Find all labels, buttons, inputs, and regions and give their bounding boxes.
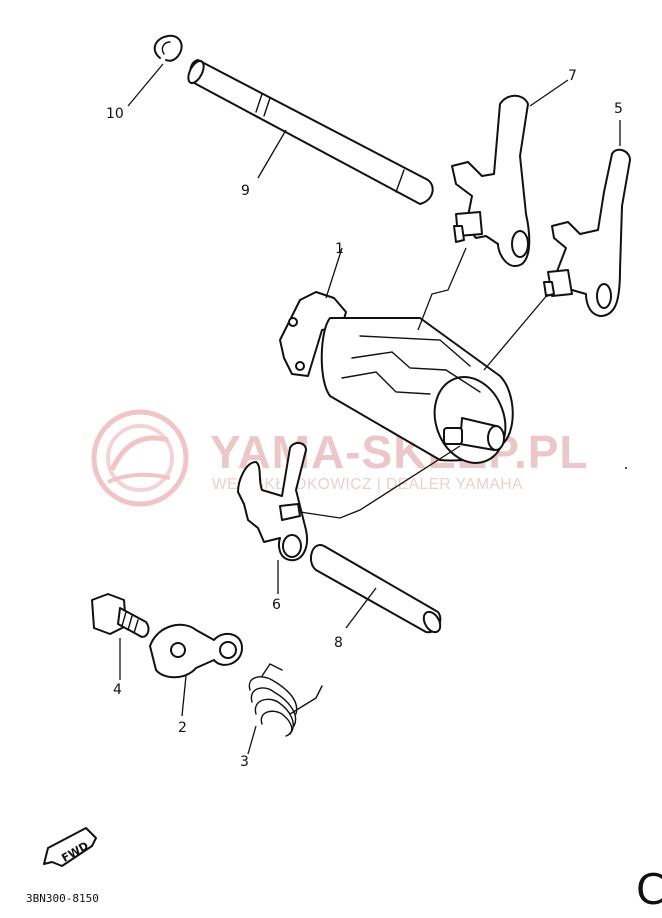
part-4-bolt [91, 593, 150, 680]
part-9-guide-bar [187, 59, 434, 205]
callout-8: 8 [334, 635, 343, 651]
callout-10: 10 [106, 106, 124, 122]
speck [625, 467, 627, 469]
callout-1: 1 [335, 241, 344, 257]
watermark: YAMA-SKLEP.PL WEB SKŁADKOWICZ | DEALER Y… [91, 409, 588, 507]
part-2-stopper-lever [149, 623, 243, 717]
callout-2: 2 [178, 720, 187, 736]
part-5-shift-fork [543, 120, 631, 317]
part-3-spring [247, 663, 323, 755]
callout-4: 4 [113, 682, 122, 698]
part-10-circlip [127, 34, 183, 107]
drawing-code: 3BN300-8150 [26, 892, 99, 905]
watermark-logo [91, 409, 189, 507]
callout-3: 3 [240, 754, 249, 770]
part-7-shift-fork [451, 79, 569, 267]
fwd-arrow-icon: FWD [43, 827, 97, 867]
part-8-shaft [309, 544, 442, 634]
corner-glyph: C [636, 865, 662, 914]
part-1-shift-drum [279, 247, 549, 464]
callout-5: 5 [614, 101, 623, 117]
part-6-shift-fork [237, 442, 461, 594]
callout-9: 9 [241, 183, 250, 199]
callout-6: 6 [272, 597, 281, 613]
callout-7: 7 [568, 68, 577, 84]
